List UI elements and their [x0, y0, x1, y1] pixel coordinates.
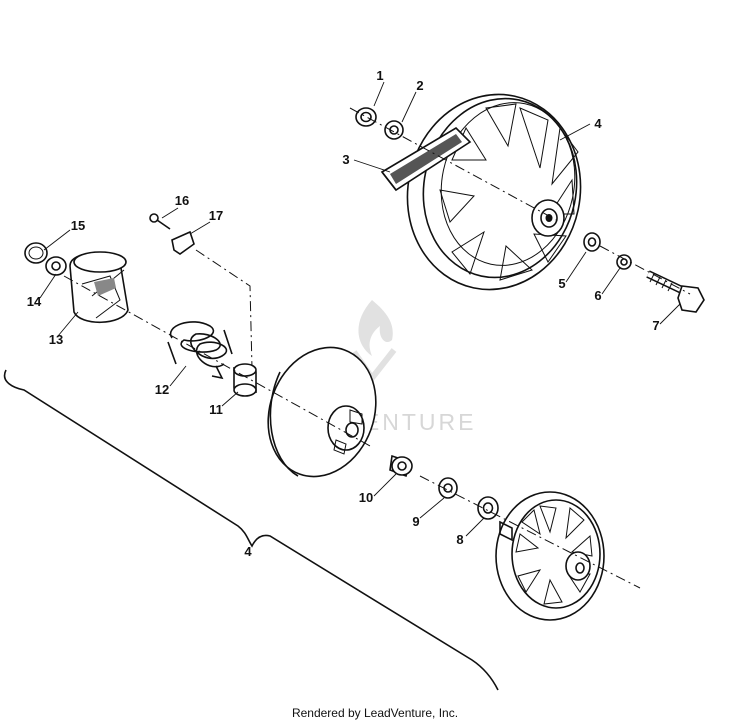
- callout-14: 14: [27, 294, 42, 309]
- callout-11: 11: [209, 402, 223, 417]
- leader-lines: [39, 81, 681, 537]
- callout-10: 10: [359, 490, 373, 505]
- lower-centerline: [63, 275, 641, 589]
- callout-15: 15: [71, 218, 85, 233]
- bushing-part-1: [355, 107, 377, 127]
- callout-8: 8: [456, 532, 463, 547]
- callout-13: 13: [49, 332, 63, 347]
- driven-sheave: [267, 346, 377, 478]
- pin-centerline: [195, 249, 253, 369]
- bushing-part-10: [389, 454, 413, 478]
- callout-17: 17: [209, 208, 223, 223]
- snap-ring-part-15: [24, 242, 48, 264]
- callout-12: 12: [155, 382, 169, 397]
- callout-9: 9: [412, 514, 419, 529]
- callout-1: 1: [376, 68, 383, 83]
- callout-4-assembly: 4: [244, 544, 252, 559]
- callout-2: 2: [416, 78, 423, 93]
- callout-7: 7: [652, 318, 659, 333]
- upper-centerline: [349, 107, 691, 295]
- callout-16: 16: [175, 193, 189, 208]
- bushing-part-11: [233, 363, 257, 397]
- callout-3: 3: [342, 152, 349, 167]
- lock-washer-part-6: [616, 254, 632, 270]
- stationary-sheave: [495, 491, 605, 621]
- washer-part-2: [384, 120, 404, 140]
- callout-labels: 1 2 3 4 5 6 7 16 17 15 14 13 12 11 10 9 …: [27, 68, 660, 559]
- callout-6: 6: [594, 288, 601, 303]
- drive-clutch-sheave: [406, 93, 582, 291]
- spring-part-12: [167, 321, 233, 380]
- callout-4: 4: [594, 116, 602, 131]
- bolt-part-7: [646, 270, 705, 313]
- footer-credit: Rendered by LeadVenture, Inc.: [291, 706, 459, 720]
- assembly-bracket: [3, 369, 499, 691]
- washer-part-5: [583, 232, 601, 252]
- washer-part-9: [438, 477, 458, 499]
- washer-part-14: [45, 256, 67, 276]
- callout-5: 5: [558, 276, 565, 291]
- ramp-weight-part-17: [171, 230, 195, 255]
- screw-part-16: [149, 213, 171, 230]
- washer-part-8: [477, 496, 499, 520]
- drive-belt: [380, 126, 472, 192]
- cam-part-13: [69, 251, 129, 323]
